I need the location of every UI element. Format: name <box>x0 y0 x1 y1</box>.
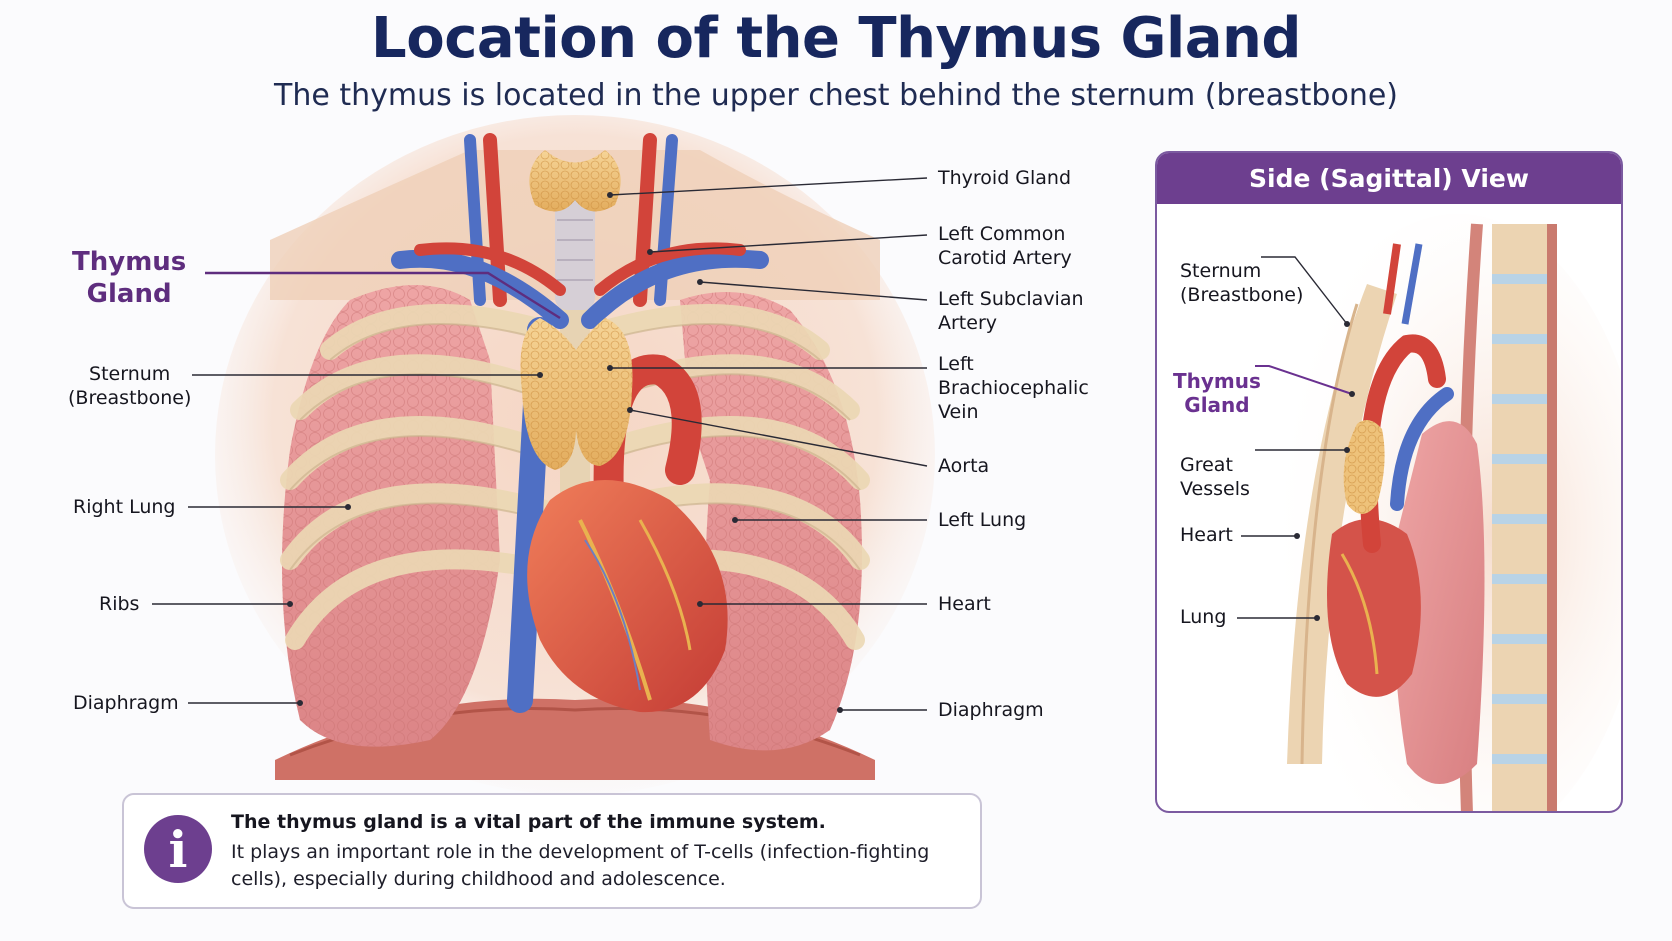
spine-vertebrae <box>1457 223 1557 811</box>
label-diaphragm-left: Diaphragm <box>73 692 179 714</box>
side-view-panel: Side (Sagittal) View <box>1155 151 1623 813</box>
label-left-brachiocephalic-vein: Left Brachiocephalic Vein <box>938 353 1089 423</box>
label-left-lung: Left Lung <box>938 509 1027 531</box>
info-description: It plays an important role in the develo… <box>231 841 930 890</box>
page-title: Location of the Thymus Gland <box>371 6 1301 71</box>
label-thymus-gland: Thymus Gland <box>72 247 187 309</box>
label-aorta: Aorta <box>938 455 990 477</box>
side-label-heart: Heart <box>1180 524 1233 546</box>
side-label-great-vessels: Great Vessels <box>1180 454 1250 500</box>
label-heart: Heart <box>938 593 991 615</box>
front-leader-lines <box>152 177 928 711</box>
label-diaphragm-right: Diaphragm <box>938 699 1044 721</box>
label-ribs: Ribs <box>99 593 140 615</box>
side-label-sternum: Sternum (Breastbone) <box>1180 260 1304 306</box>
label-left-subclavian-artery: Left Subclavian Artery <box>938 288 1084 334</box>
label-thyroid-gland: Thyroid Gland <box>938 167 1072 189</box>
label-right-lung: Right Lung <box>73 496 176 518</box>
info-box: i The thymus gland is a vital part of th… <box>122 793 982 909</box>
label-left-common-carotid-artery: Left Common Carotid Artery <box>938 223 1072 269</box>
page-subtitle: The thymus is located in the upper chest… <box>274 78 1398 113</box>
side-label-thymus: Thymus Gland <box>1173 369 1261 417</box>
label-sternum: Sternum (Breastbone) <box>68 363 192 409</box>
front-leader-dots <box>287 192 843 713</box>
front-view-illustration <box>215 115 935 795</box>
info-headline: The thymus gland is a vital part of the … <box>231 811 826 833</box>
side-label-lung: Lung <box>1180 606 1227 628</box>
info-icon: i <box>144 815 212 883</box>
side-view-illustration <box>1237 214 1621 811</box>
side-view-header: Side (Sagittal) View <box>1157 153 1621 204</box>
